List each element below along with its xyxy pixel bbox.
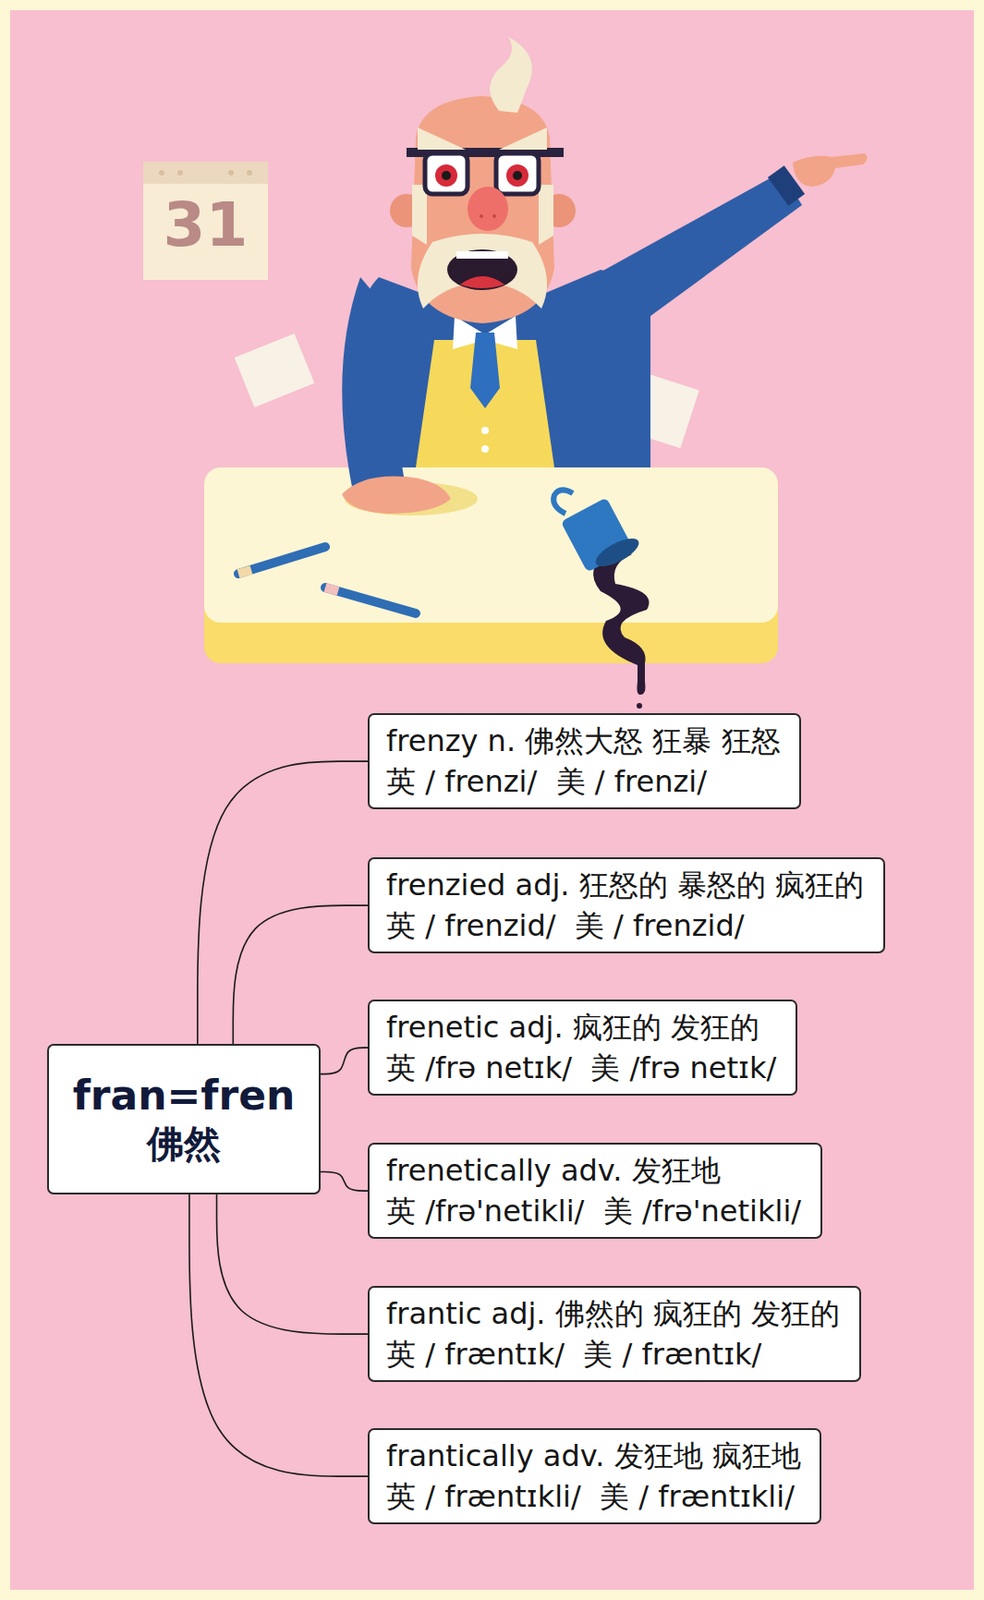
word-box: frenetic adj. 疯狂的 发狂的英 /frə netɪk/ 美 /fr… (367, 999, 798, 1096)
node-heading: frantic adj. 佛然的 疯狂的 发狂的 (386, 1293, 843, 1335)
angry-man (349, 36, 868, 481)
calendar-number: 31 (143, 189, 268, 261)
root-box: fran=fren佛然 (47, 1044, 321, 1195)
connector (217, 1194, 368, 1335)
node-heading: fran=fren (72, 1071, 296, 1121)
node-body: 英 /frə'netikli/ 美 /frə'netikli/ (386, 1190, 804, 1232)
node-body: 英 / frenzid/ 美 / frenzid/ (386, 905, 867, 947)
connector (232, 905, 368, 1045)
pink-ground (10, 10, 974, 1591)
word-box: frantic adj. 佛然的 疯狂的 发狂的英 / fræntɪk/ 美 /… (367, 1286, 862, 1383)
node-body: 英 / frenzi/ 美 / frenzi/ (386, 761, 783, 802)
calendar (143, 161, 268, 280)
node-heading: frenzy n. 佛然大怒 狂暴 狂怒 (386, 720, 783, 762)
connector (197, 761, 368, 1045)
node-body: 英 / fræntɪkli/ 美 / fræntɪkli/ (386, 1476, 803, 1518)
connector (189, 1194, 368, 1477)
desk (204, 277, 778, 709)
word-box: frenzied adj. 狂怒的 暴怒的 疯狂的英 / frenzid/ 美 … (367, 857, 886, 954)
node-body: 英 / fræntɪk/ 美 / fræntɪk/ (386, 1334, 843, 1375)
word-box: frenetically adv. 发狂地英 /frə'netikli/ 美 /… (367, 1142, 823, 1240)
node-heading: frenetic adj. 疯狂的 发狂的 (386, 1007, 779, 1048)
node-body: 英 /frə netɪk/ 美 /frə netɪk/ (386, 1047, 779, 1089)
word-box: frantically adv. 发狂地 疯狂地英 / fræntɪkli/ 美… (367, 1428, 822, 1525)
connector (320, 1172, 368, 1192)
connector (320, 1047, 368, 1074)
node-heading: frantically adv. 发狂地 疯狂地 (386, 1435, 803, 1477)
word-box: frenzy n. 佛然大怒 狂暴 狂怒英 / frenzi/ 美 / fren… (367, 713, 802, 810)
node-heading: frenetically adv. 发狂地 (386, 1150, 804, 1191)
node-body: 佛然 (146, 1120, 221, 1167)
node-heading: frenzied adj. 狂怒的 暴怒的 疯狂的 (386, 864, 867, 906)
